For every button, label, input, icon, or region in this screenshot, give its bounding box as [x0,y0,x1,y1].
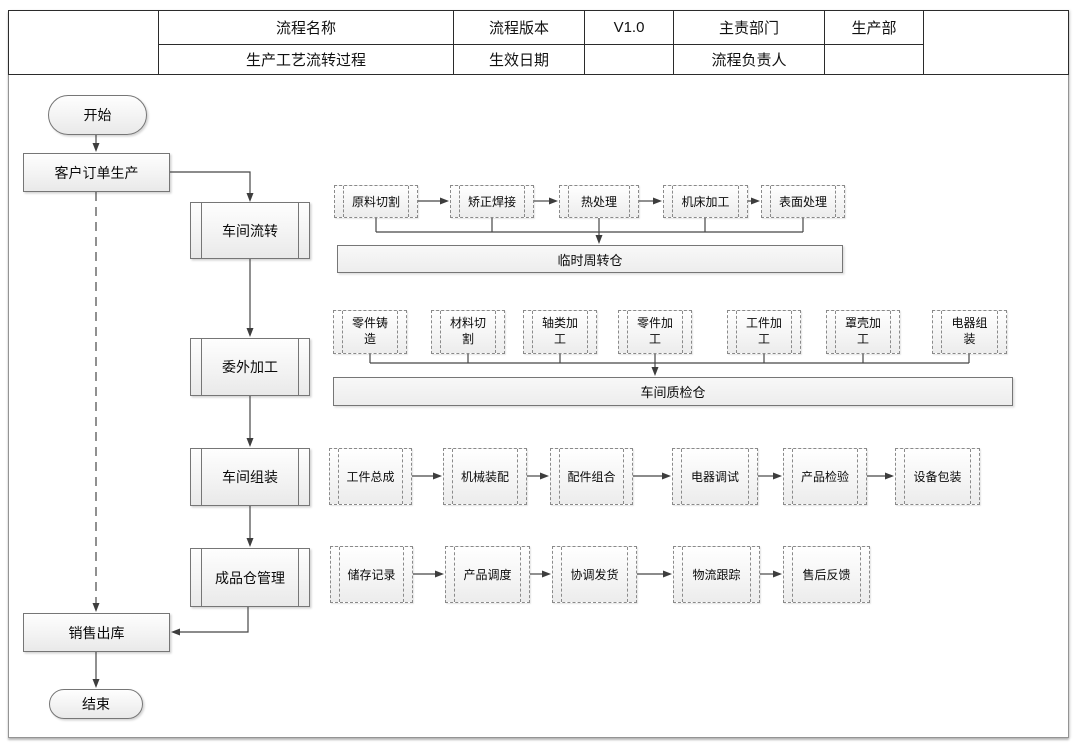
flow-step-label: 产品检验 [800,470,849,484]
flow-step-box: 工件加 工 [727,310,801,354]
flow-step-label: 热处理 [580,195,617,209]
flow-step-label: 工件总成 [346,470,395,484]
flow-step-label: 配件组合 [567,470,616,484]
flow-step-label: 售后反馈 [802,568,851,582]
flow-step-box: 矫正焊接 [450,185,534,218]
flow-step-label: 矫正焊接 [467,195,516,209]
flow-step-box: 零件加 工 [618,310,692,354]
header-blank-left [9,11,158,74]
flow-step-box: 热处理 [559,185,639,218]
flow-step-box: 售后反馈 [783,546,870,603]
header-process-name-label: 流程名称 [158,11,453,44]
flow-step-box: 协调发货 [552,546,637,603]
qc-warehouse-label: 车间质检仓 [640,385,706,400]
flow-step-box: 产品检验 [783,448,867,505]
flow-step-label: 零件铸 造 [351,316,388,346]
header-owner-label: 流程负责人 [673,44,824,74]
flow-step-box: 机械装配 [443,448,527,505]
flow-step-box: 电器调试 [672,448,758,505]
flow-step-box: 储存记录 [330,546,413,603]
sales-out-label: 销售出库 [68,624,125,641]
flow-step-box: 原料切割 [334,185,418,218]
stage-finished-goods-label: 成品仓管理 [215,569,285,586]
flow-step-box: 配件组合 [550,448,633,505]
flow-step-box: 轴类加 工 [523,310,597,354]
stage-assembly: 车间组装 [190,448,310,506]
flow-step-box: 表面处理 [761,185,845,218]
stage-outsourcing-label: 委外加工 [222,359,278,375]
header-version-value: V1.0 [584,11,673,44]
qc-warehouse-bar: 车间质检仓 [333,377,1013,406]
flow-step-box: 机床加工 [663,185,748,218]
stage-finished-goods: 成品仓管理 [190,548,310,607]
flow-step-box: 罩壳加 工 [826,310,900,354]
flow-step-label: 工件加 工 [745,316,782,346]
stage-outsourcing: 委外加工 [190,338,310,396]
header-process-name-value: 生产工艺流转过程 [158,44,453,74]
header-version-label: 流程版本 [453,11,584,44]
flow-step-box: 设备包装 [895,448,980,505]
header-owner-value [824,44,923,74]
flow-step-label: 表面处理 [778,195,827,209]
flow-step-label: 机床加工 [681,195,730,209]
end-node: 结束 [49,689,143,719]
flow-step-label: 储存记录 [347,568,396,582]
flow-step-label: 设备包装 [913,470,962,484]
flow-step-box: 产品调度 [445,546,530,603]
flow-step-label: 产品调度 [463,568,512,582]
flow-step-label: 协调发货 [570,568,619,582]
flow-step-box: 材料切 割 [431,310,505,354]
flow-step-label: 物流跟踪 [692,568,741,582]
flow-step-label: 电器组 装 [951,316,988,346]
stage-assembly-label: 车间组装 [222,469,278,485]
customer-order-label: 客户订单生产 [54,164,139,181]
start-label: 开始 [83,107,112,123]
sales-out-node: 销售出库 [23,613,170,652]
flow-step-label: 电器调试 [690,470,739,484]
start-node: 开始 [48,95,147,135]
header-table: 流程名称 流程版本 V1.0 主责部门 生产部 生产工艺流转过程 生效日期 流程… [8,10,1069,75]
temp-warehouse-bar: 临时周转仓 [337,245,843,273]
flow-step-box: 工件总成 [329,448,412,505]
flow-step-label: 机械装配 [460,470,509,484]
flow-step-label: 材料切 割 [449,316,486,346]
header-effective-date-value [584,44,673,74]
customer-order-node: 客户订单生产 [23,153,170,192]
header-effective-date-label: 生效日期 [453,44,584,74]
flow-step-box: 电器组 装 [932,310,1007,354]
temp-warehouse-label: 临时周转仓 [557,252,623,268]
header-dept-value: 生产部 [824,11,923,44]
flow-step-box: 物流跟踪 [673,546,760,603]
header-dept-label: 主责部门 [673,11,824,44]
flow-step-box: 零件铸 造 [333,310,407,354]
stage-workshop-flow-label: 车间流转 [222,222,278,239]
flow-step-label: 原料切割 [351,195,400,209]
flow-step-label: 零件加 工 [636,316,673,346]
stage-workshop-flow: 车间流转 [190,202,310,259]
end-label: 结束 [82,696,110,712]
flow-step-label: 轴类加 工 [541,316,578,346]
header-blank-right [923,11,1068,74]
flow-step-label: 罩壳加 工 [844,316,881,346]
